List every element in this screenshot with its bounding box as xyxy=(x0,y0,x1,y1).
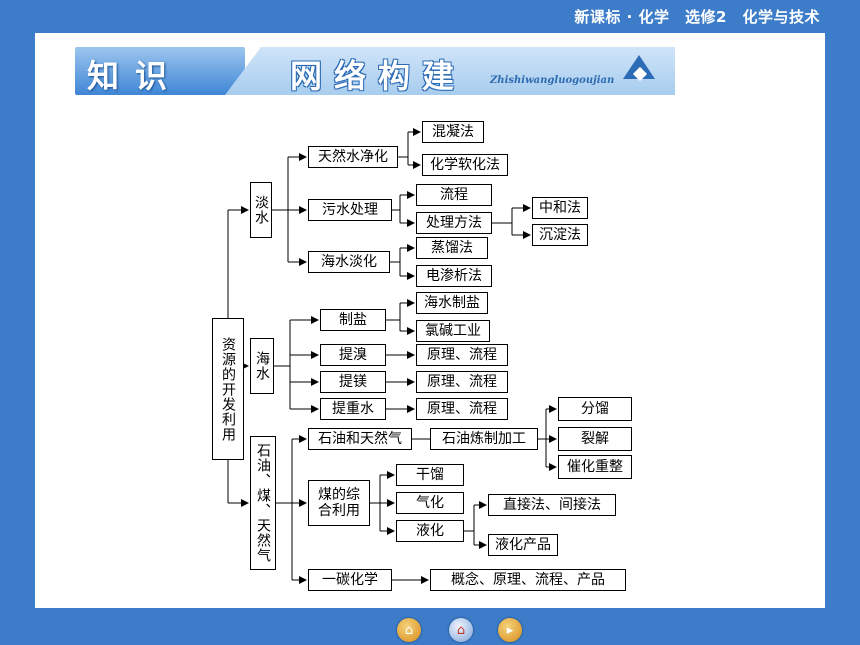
node-shiyou-mei-tianranqi: 石油、煤、天然气 xyxy=(250,436,276,570)
banner-pinyin: Zhishiwangluogoujian xyxy=(490,75,615,86)
node-huaxueruanhua: 化学软化法 xyxy=(422,154,508,176)
node-chendianfa: 沉淀法 xyxy=(532,224,588,246)
node-chulifangfa: 处理方法 xyxy=(416,212,492,234)
node-liucheng: 流程 xyxy=(416,184,492,206)
node-yitanhuaxue: 一碳化学 xyxy=(308,569,392,591)
node-haishuidanhua: 海水淡化 xyxy=(308,251,390,273)
node-zhonghefa: 中和法 xyxy=(532,197,588,219)
node-zhengliufa: 蒸馏法 xyxy=(416,237,488,259)
node-root: 资源的开发利用 xyxy=(212,318,244,460)
node-fenliu: 分馏 xyxy=(558,397,632,421)
node-wushuichuli: 污水处理 xyxy=(308,199,392,221)
banner-right-block xyxy=(225,47,675,95)
node-tixiu: 提溴 xyxy=(320,344,386,366)
node-zhijiefa: 直接法、间接法 xyxy=(488,494,616,516)
node-timei-yuanli: 原理、流程 xyxy=(416,371,508,393)
node-meidezonghe: 煤的综合利用 xyxy=(308,480,370,526)
node-zhiyan: 制盐 xyxy=(320,309,386,331)
node-qihua: 气化 xyxy=(396,492,464,514)
node-ganliu: 干馏 xyxy=(396,464,464,486)
node-danshui: 淡水 xyxy=(250,182,272,238)
course-title: 新课标 · 化学 选修2 化学与技术 xyxy=(574,8,820,26)
node-yehua: 液化 xyxy=(396,520,464,542)
back-icon[interactable]: ⌂ xyxy=(449,618,473,642)
node-lvjiangongye: 氯碱工业 xyxy=(416,320,490,342)
node-cuihuazhongzheng: 催化重整 xyxy=(558,455,632,479)
banner-title-zhishi: 知识 xyxy=(87,57,184,95)
node-hunningfa: 混凝法 xyxy=(422,121,484,143)
node-gainian: 概念、原理、流程、产品 xyxy=(430,569,626,591)
node-haishui: 海水 xyxy=(250,338,274,394)
node-diansenxifa: 电渗析法 xyxy=(416,265,492,287)
forward-icon[interactable]: ▸ xyxy=(498,618,522,642)
node-yehuachanpin: 液化产品 xyxy=(488,534,558,556)
node-shiyouhetianranqi: 石油和天然气 xyxy=(308,428,412,450)
node-shiyoulianzhi: 石油炼制加工 xyxy=(430,428,538,450)
node-timei: 提镁 xyxy=(320,371,386,393)
banner-title-wangluo: 网络构建 xyxy=(290,57,467,95)
node-tizhongshui: 提重水 xyxy=(320,398,386,420)
node-tizhongshui-yuanli: 原理、流程 xyxy=(416,398,508,420)
banner-left-block xyxy=(75,47,245,95)
home-icon[interactable]: ⌂ xyxy=(397,618,421,642)
node-tixiu-yuanli: 原理、流程 xyxy=(416,344,508,366)
bottom-nav: ⌂ ⌂ ▸ xyxy=(0,612,860,645)
node-haishuizhiyan: 海水制盐 xyxy=(416,292,488,314)
node-liejie: 裂解 xyxy=(558,427,632,451)
node-tianranshui: 天然水净化 xyxy=(308,146,398,168)
section-banner: 知识 网络构建 Zhishiwangluogoujian xyxy=(75,47,675,95)
